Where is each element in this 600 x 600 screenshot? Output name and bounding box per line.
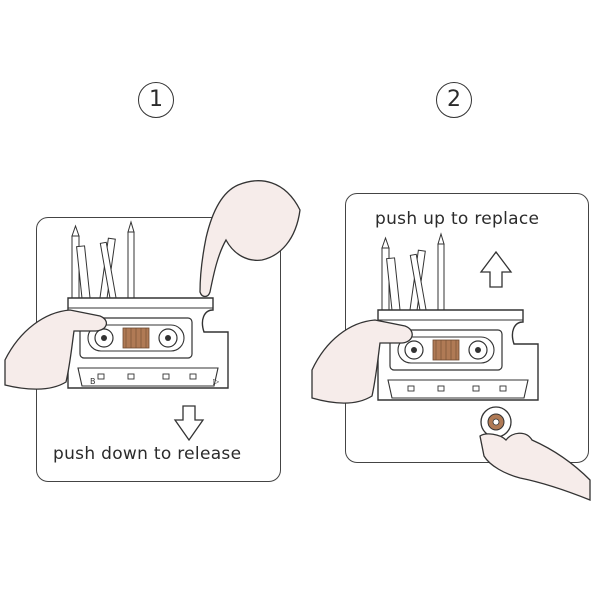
step-1-cassette-holder bbox=[67, 297, 229, 389]
step-2-caption: push up to replace bbox=[375, 209, 540, 229]
step-1-cassette-mark-b: B bbox=[90, 377, 96, 386]
step-2-number-text: 2 bbox=[447, 87, 461, 112]
step-2-ring bbox=[436, 82, 472, 118]
step-2-right-hand bbox=[479, 432, 591, 501]
step-1-cassette-mark-play: ▷ bbox=[213, 377, 220, 386]
step-2-left-hand bbox=[311, 319, 413, 404]
step-2-pencils bbox=[381, 233, 445, 314]
step-1-left-hand bbox=[4, 309, 107, 390]
step-1-down-arrow-icon bbox=[173, 405, 205, 442]
step-1-number-text: 1 bbox=[149, 87, 163, 112]
step-1-pencils bbox=[71, 221, 135, 302]
step-2-number: 2 bbox=[436, 82, 476, 122]
step-1-caption: push down to release bbox=[53, 444, 242, 464]
step-2-tape-roll bbox=[480, 406, 512, 438]
step-1-ring bbox=[138, 82, 174, 118]
step-2-cassette-holder bbox=[377, 309, 539, 401]
step-2-up-arrow-icon bbox=[479, 250, 513, 288]
step-1-pointing-hand bbox=[199, 180, 301, 298]
step-1-number: 1 bbox=[138, 82, 178, 122]
